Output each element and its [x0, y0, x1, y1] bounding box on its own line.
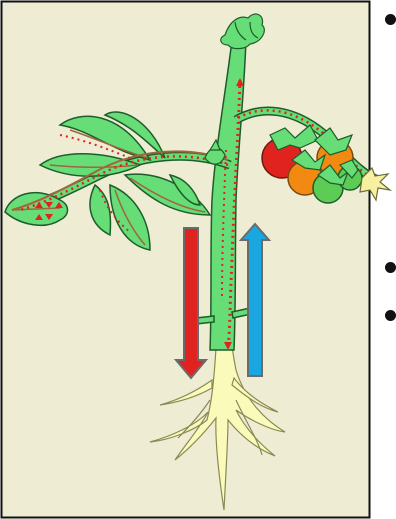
bullet-point [385, 14, 396, 25]
bullet-point [385, 310, 396, 321]
bullet-point [385, 262, 396, 273]
